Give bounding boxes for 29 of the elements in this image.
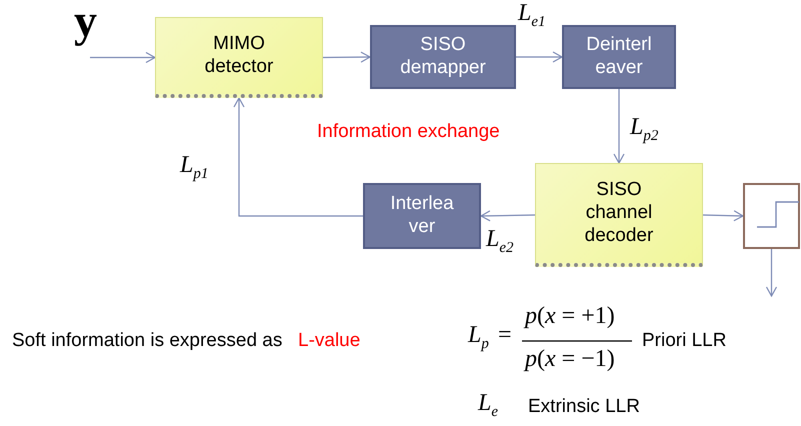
fraction-numerator: p(x = +1) [525,303,615,330]
highlighted-term: L-value [298,330,360,352]
definition-text: Extrinsic LLR [528,396,640,418]
arrow [90,52,156,64]
fraction-denominator: p(x = −1) [525,346,615,373]
arrow [323,52,371,63]
annotation-text: Information exchange [317,121,500,143]
arrow [516,51,563,63]
math-symbol: L$_{p}$ [468,322,489,353]
edge-label: L$_{p2}$ [630,114,658,145]
edge-label: L$_{e2}$ [486,226,514,257]
arrow [613,89,625,164]
math-symbol: L$_{e}$ [478,390,498,421]
process-box: Interlea ver [363,183,481,249]
edge-label: L$_{e1}$ [518,0,546,31]
definition-text: Priori LLR [642,330,726,352]
soft-processing-box: SISO channel decoder [535,163,703,267]
hard-decision-box [743,183,800,249]
process-box: Deinterl eaver [562,25,676,89]
arrow [766,249,778,297]
arrow [480,210,536,222]
signal-symbol: y [74,0,97,47]
arrow [233,97,363,217]
process-box: SISO demapper [370,25,516,89]
edge-label: L$_{p1}$ [180,152,208,183]
soft-processing-box: MIMO detector [155,17,323,98]
note-text: Soft information is expressed as [12,330,282,352]
arrow [702,210,744,222]
equals-sign: = [498,322,512,349]
